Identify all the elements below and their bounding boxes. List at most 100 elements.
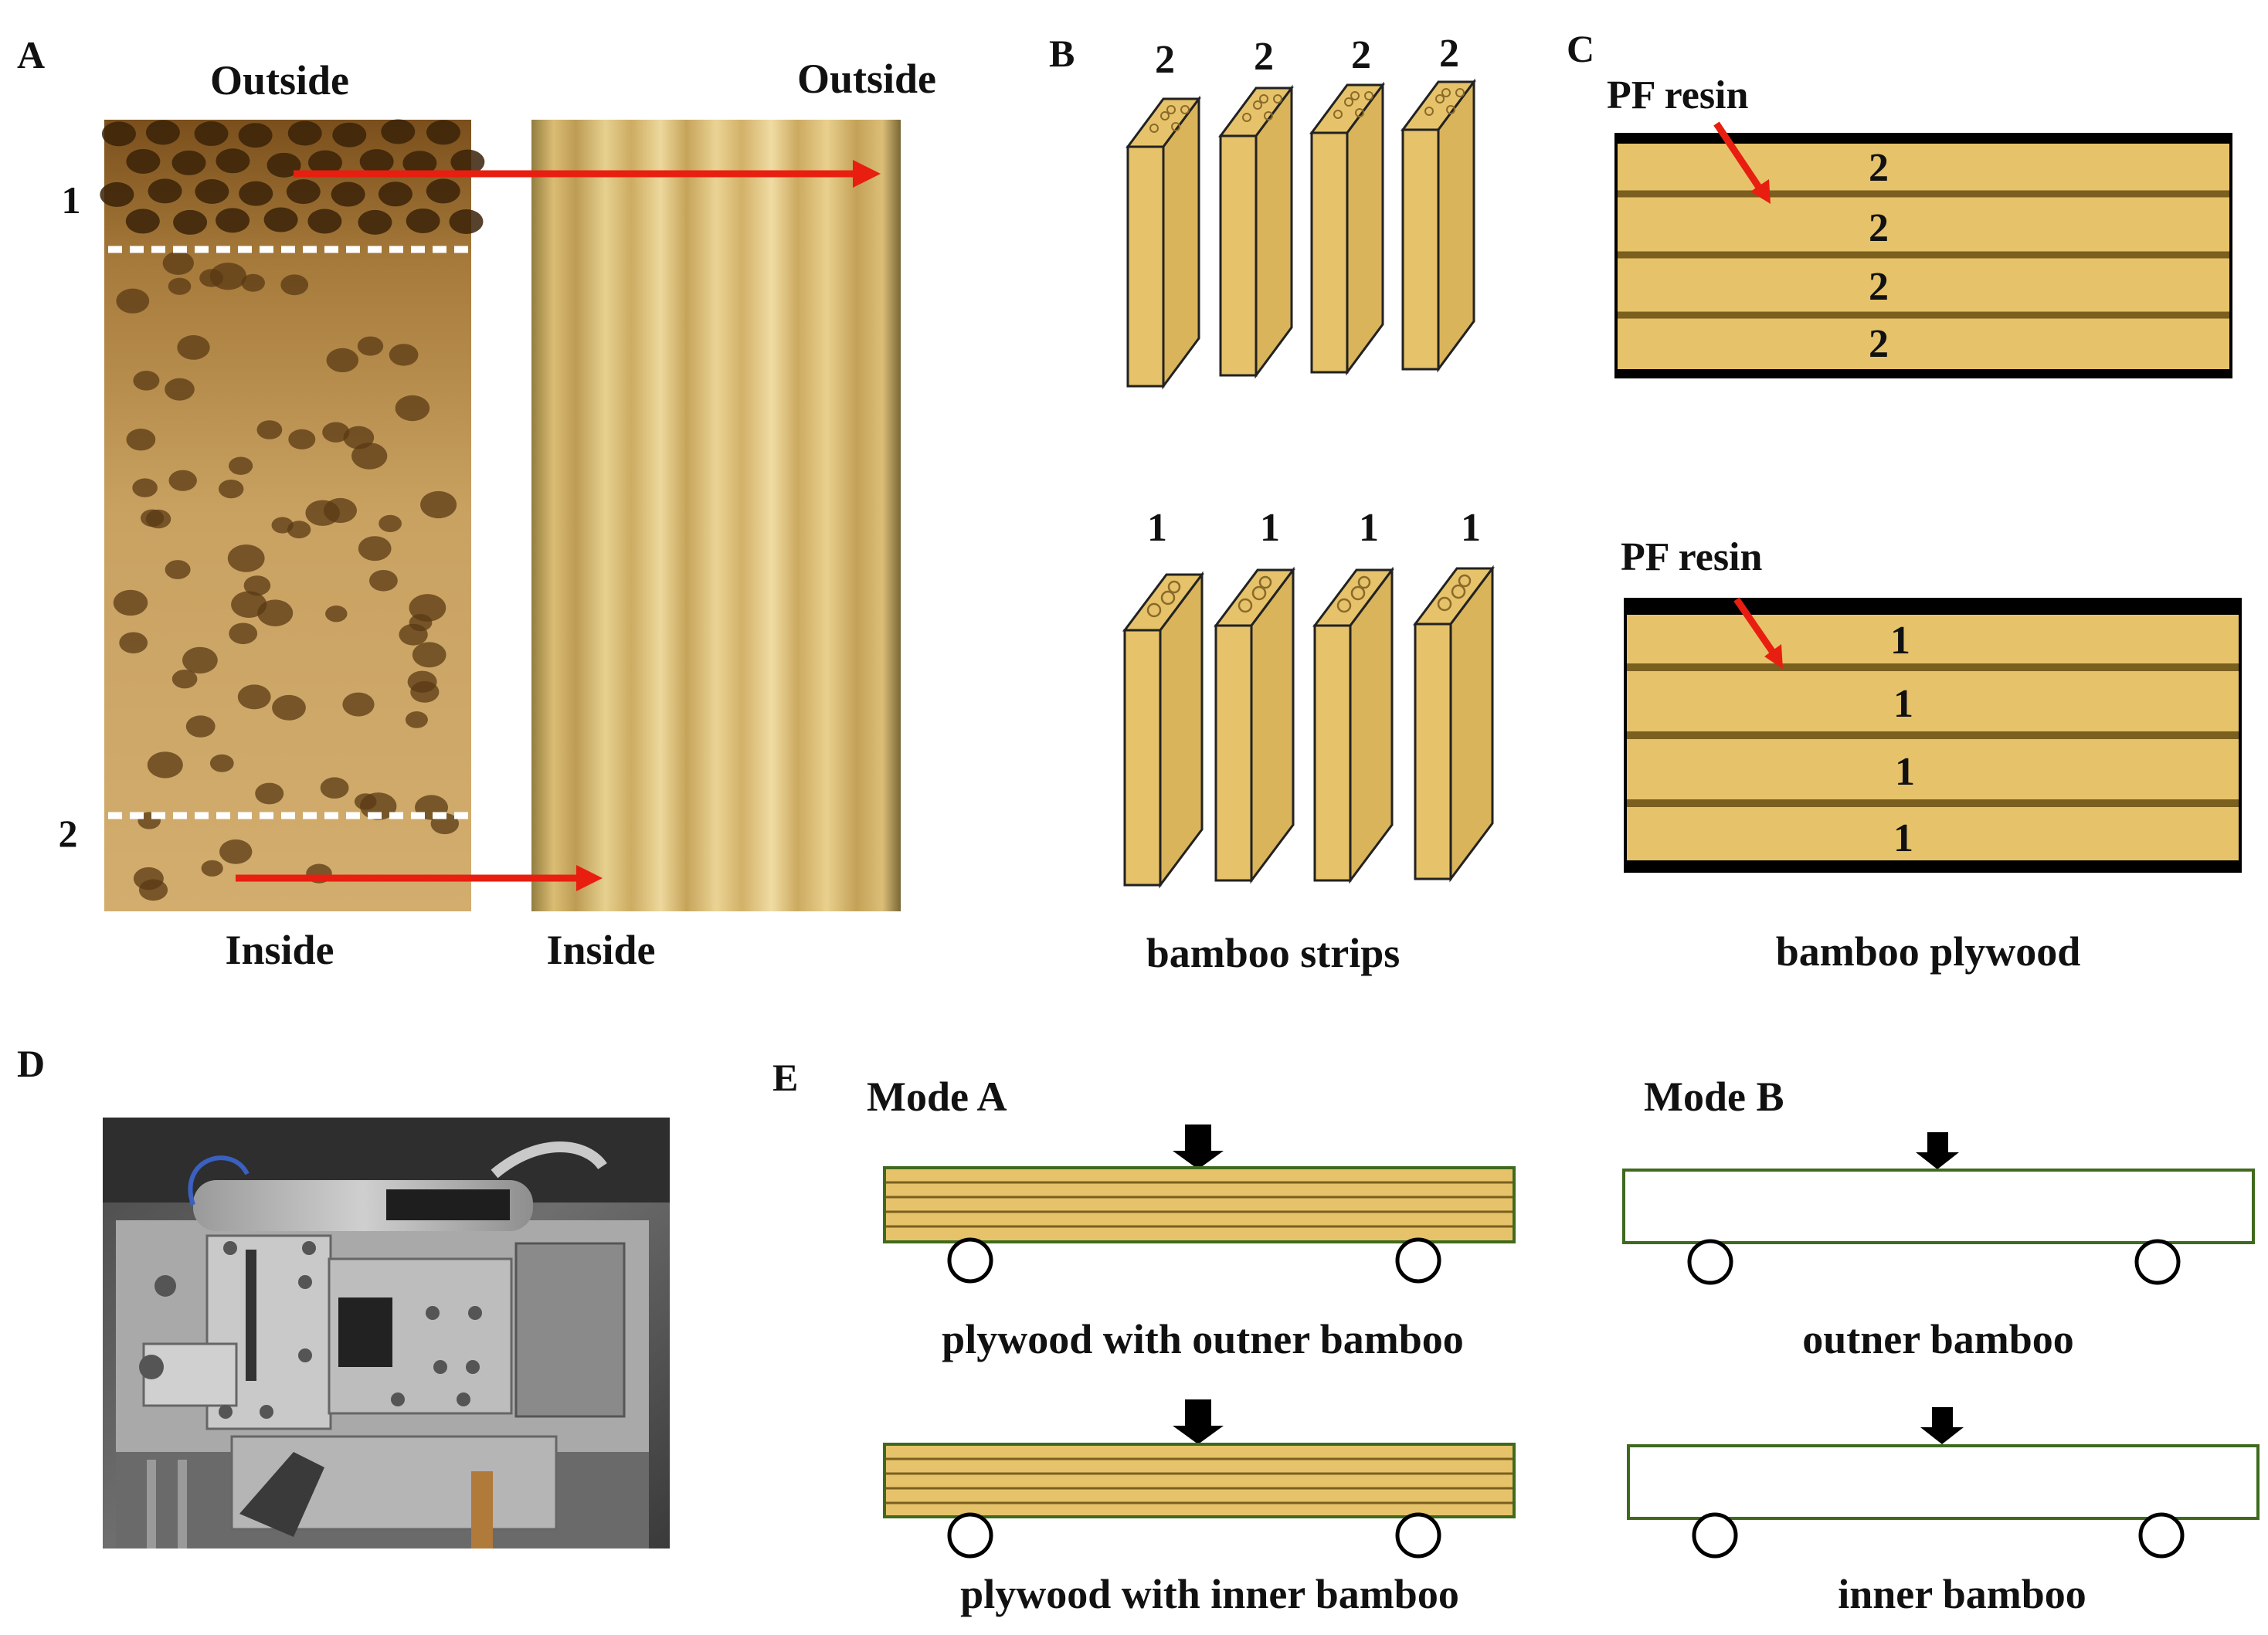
- vascular-bundle: [177, 335, 210, 360]
- vascular-bundle: [342, 692, 375, 717]
- vascular-bundle: [354, 793, 377, 810]
- vascular-bundle: [182, 646, 218, 674]
- vascular-bundle: [307, 209, 342, 234]
- vascular-bundle: [326, 348, 359, 372]
- vascular-bundle: [125, 209, 160, 234]
- vascular-bundle: [133, 867, 164, 890]
- vascular-bundle: [165, 560, 191, 579]
- caption-outer-bamboo: outner bamboo: [1802, 1316, 2074, 1362]
- bamboo-strips-caption: bamboo strips: [1146, 930, 1401, 976]
- layer-number: 2: [1869, 206, 1889, 250]
- vascular-bundle: [171, 150, 206, 175]
- vascular-bundle: [450, 149, 485, 175]
- strip-number: 2: [1351, 33, 1371, 77]
- vascular-bundle: [426, 178, 460, 204]
- bamboo-strip: [1126, 95, 1201, 390]
- support-roller: [1395, 1237, 1441, 1284]
- mode-b-beam-inner: [1627, 1407, 2260, 1559]
- caption-inner-bamboo: inner bamboo: [1838, 1571, 2086, 1617]
- support-roller: [947, 1512, 993, 1559]
- vascular-bundle: [389, 344, 419, 366]
- vascular-bundle: [165, 378, 195, 401]
- vascular-bundles: [100, 119, 485, 901]
- cross-section-micrograph: [100, 119, 485, 911]
- vascular-bundle: [410, 681, 440, 703]
- pf-resin-label-bottom: PF resin: [1621, 535, 1763, 579]
- outside-label-right: Outside: [797, 56, 936, 102]
- vascular-bundle: [288, 429, 316, 449]
- vascular-bundle: [119, 632, 148, 654]
- vascular-bundle: [257, 599, 294, 626]
- vascular-bundle: [168, 470, 197, 491]
- layer-number: 1: [1890, 619, 1910, 663]
- vascular-bundle: [194, 121, 229, 147]
- vascular-bundle: [133, 371, 160, 391]
- outside-arrow: [294, 160, 881, 188]
- testing-machine-photo: [103, 1118, 670, 1549]
- panel-letter-b: B: [1049, 32, 1075, 75]
- bamboo-plywood-caption: bamboo plywood: [1776, 928, 2081, 975]
- vascular-bundle: [219, 480, 244, 499]
- vascular-bundle: [243, 575, 271, 596]
- vascular-bundle: [238, 123, 273, 148]
- strip-number: 2: [1439, 32, 1459, 76]
- caption-plywood-outer: plywood with outner bamboo: [942, 1316, 1464, 1362]
- bamboo-strip: [1413, 565, 1495, 883]
- support-roller: [1395, 1512, 1441, 1559]
- layer-number: 1: [1895, 750, 1915, 794]
- inside-label-right: Inside: [546, 927, 655, 973]
- bamboo-strip: [1122, 571, 1204, 889]
- vascular-bundle: [145, 120, 180, 145]
- layer-number: 2: [1869, 146, 1889, 190]
- vascular-bundle: [305, 500, 341, 526]
- panel-letter-e: E: [772, 1056, 798, 1099]
- vascular-bundle: [209, 263, 246, 290]
- vascular-bundle: [307, 150, 342, 175]
- layer-number: 2: [1869, 265, 1889, 309]
- support-roller: [1692, 1512, 1738, 1559]
- vascular-bundle: [426, 120, 460, 145]
- vascular-bundle: [409, 614, 433, 632]
- vascular-bundle: [126, 429, 156, 451]
- vascular-bundle: [280, 274, 309, 296]
- vascular-bundle: [267, 152, 301, 178]
- vascular-bundle: [239, 181, 273, 206]
- vascular-bundle: [325, 605, 348, 622]
- vascular-bundle: [162, 251, 194, 275]
- vascular-bundle: [256, 420, 283, 439]
- strip-number: 2: [1254, 35, 1274, 79]
- inside-label-left: Inside: [225, 927, 334, 973]
- vascular-bundle: [395, 395, 430, 422]
- mode-b-beam-outer: [1622, 1132, 2255, 1285]
- panel-d: D: [17, 1042, 670, 1549]
- strip-number: 1: [1461, 506, 1481, 550]
- vascular-bundle: [369, 570, 398, 592]
- vascular-bundle: [359, 149, 394, 175]
- mode-a-beam-outer: [883, 1124, 1516, 1284]
- bottom-strip-row: 1 1 1 1: [1122, 506, 1495, 889]
- layer-number: 2: [1869, 322, 1889, 366]
- longitudinal-photo: [531, 120, 901, 911]
- vascular-bundle: [406, 208, 440, 233]
- vascular-bundle: [241, 273, 266, 292]
- vascular-bundle: [171, 670, 198, 689]
- strip-number: 2: [1155, 38, 1175, 82]
- vascular-bundle: [255, 782, 284, 805]
- vascular-bundle: [420, 490, 457, 519]
- mode-b-label: Mode B: [1644, 1074, 1784, 1120]
- vascular-bundle: [100, 181, 134, 207]
- plywood-bottom: 1 1 1 1: [1624, 598, 2242, 873]
- vascular-bundle: [412, 642, 446, 668]
- strip-number: 1: [1260, 506, 1280, 550]
- vascular-bundle: [195, 178, 229, 204]
- vascular-bundle: [227, 544, 265, 572]
- layer-number: 1: [1893, 816, 1913, 860]
- support-roller: [2138, 1512, 2185, 1559]
- vascular-bundle: [357, 336, 384, 356]
- vascular-bundle: [351, 443, 388, 470]
- strip-number: 1: [1359, 506, 1379, 550]
- vascular-bundle: [287, 120, 322, 146]
- vascular-bundle: [237, 684, 271, 710]
- vascular-bundle: [148, 178, 182, 204]
